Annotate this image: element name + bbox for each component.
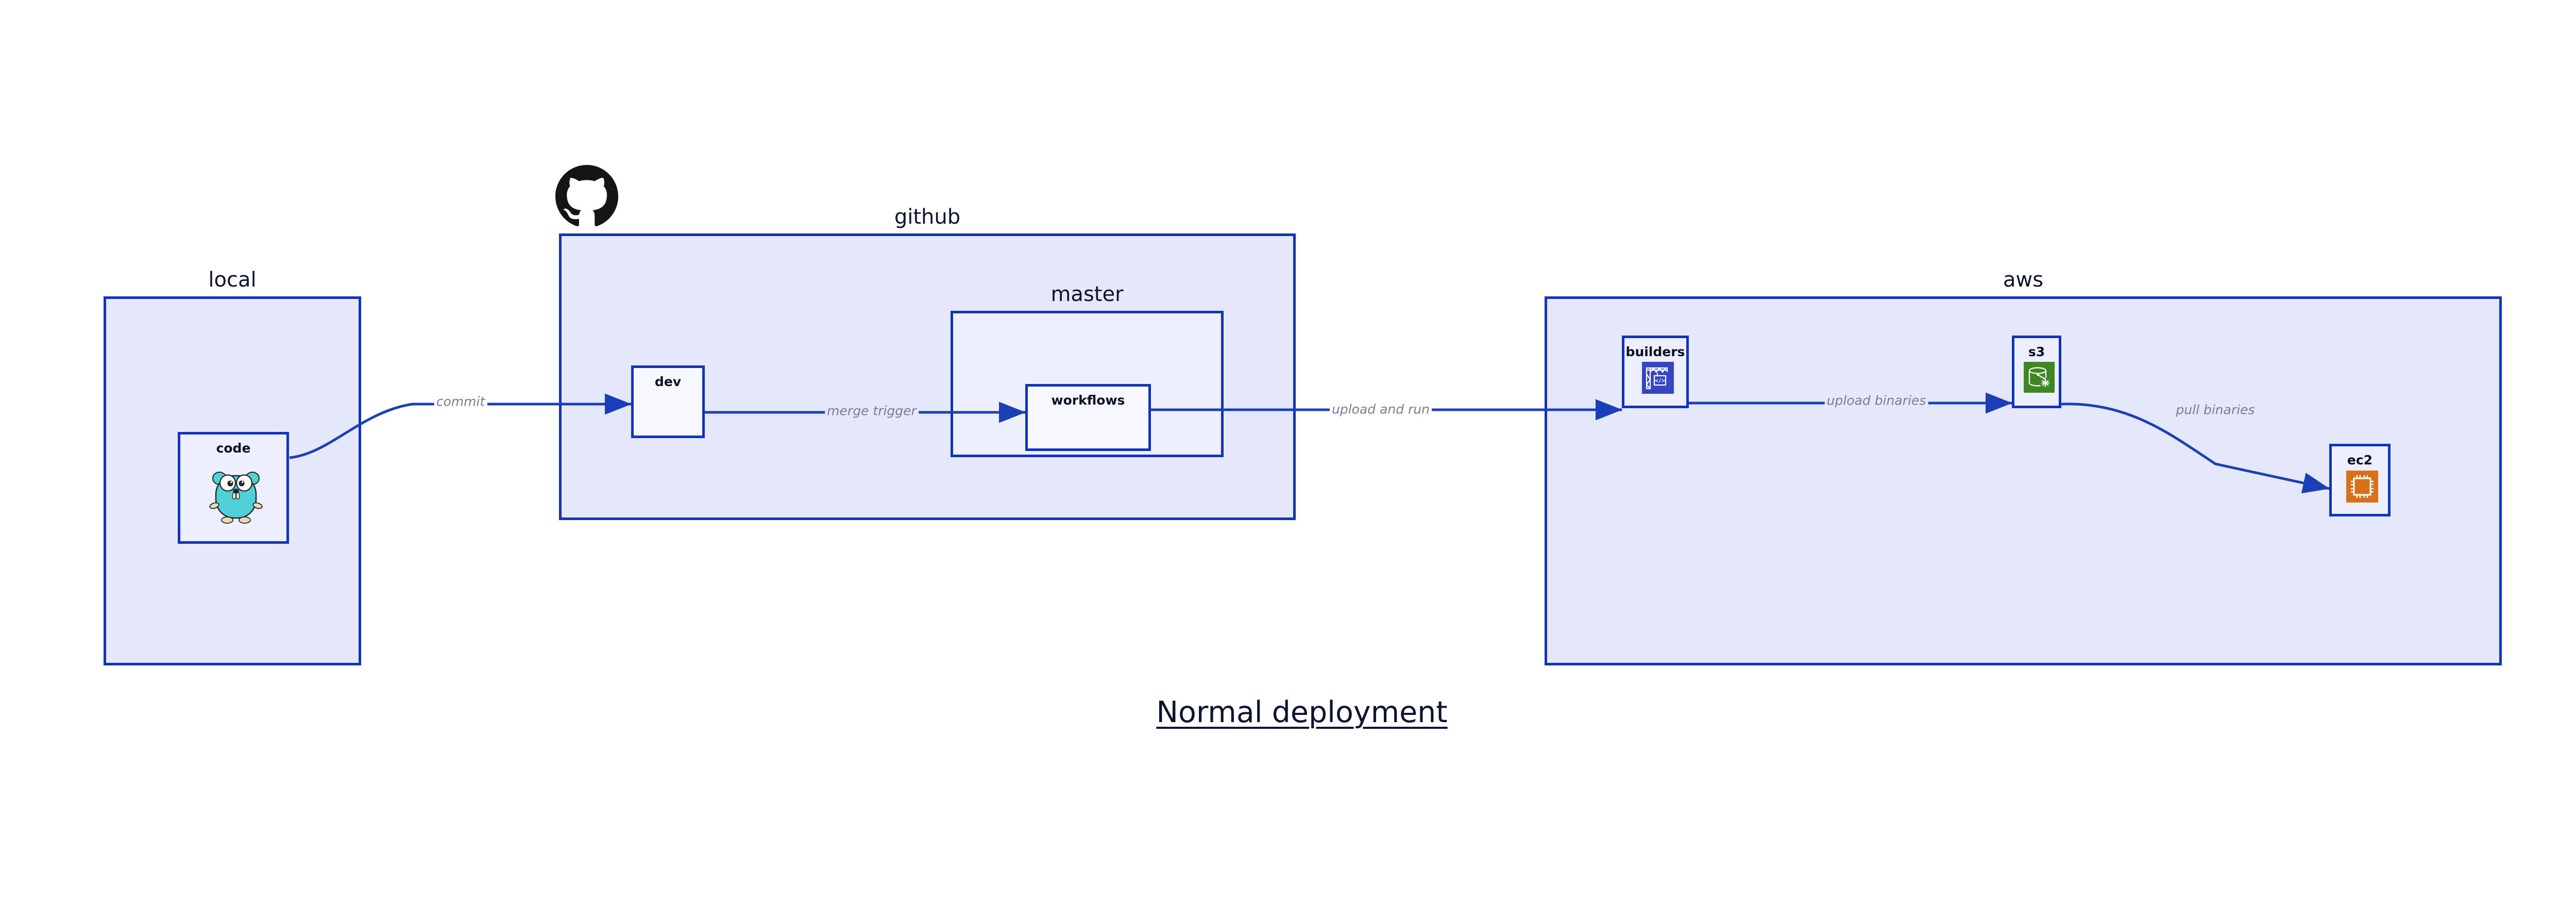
node-s3[interactable]: s3 — [2012, 336, 2061, 408]
edge-label-upload-binaries: upload binaries — [1824, 394, 1928, 407]
group-aws-label: aws — [2003, 268, 2044, 292]
node-code-label: code — [216, 441, 251, 456]
group-local-label: local — [208, 268, 257, 292]
edge-label-pull-binaries: pull binaries — [2174, 403, 2257, 416]
aws-builders-icon: </> — [1642, 362, 1674, 394]
node-builders-label: builders — [1625, 344, 1685, 359]
node-master-label: master — [1050, 282, 1124, 306]
edge-label-commit: commit — [434, 395, 487, 408]
github-octocat-logo — [555, 165, 618, 230]
edge-label-upload-and-run: upload and run — [1329, 403, 1432, 416]
node-workflows-label: workflows — [1051, 393, 1125, 408]
node-workflows[interactable]: workflows — [1025, 384, 1151, 451]
node-s3-label: s3 — [2028, 344, 2045, 359]
aws-s3-icon — [2024, 362, 2055, 393]
node-ec2-label: ec2 — [2347, 453, 2373, 467]
aws-ec2-icon — [2346, 471, 2378, 503]
edge-label-merge-trigger: merge trigger — [825, 404, 919, 417]
group-github-label: github — [894, 205, 961, 229]
node-dev-label: dev — [654, 374, 682, 389]
diagram-title: Normal deployment — [1156, 695, 1448, 729]
node-ec2[interactable]: ec2 — [2329, 444, 2391, 516]
node-builders[interactable]: builders </> — [1622, 336, 1689, 408]
node-code[interactable]: code — [178, 432, 289, 544]
go-gopher-icon — [209, 472, 263, 524]
node-dev[interactable]: dev — [631, 365, 705, 438]
svg-text:</>: </> — [1655, 377, 1665, 384]
